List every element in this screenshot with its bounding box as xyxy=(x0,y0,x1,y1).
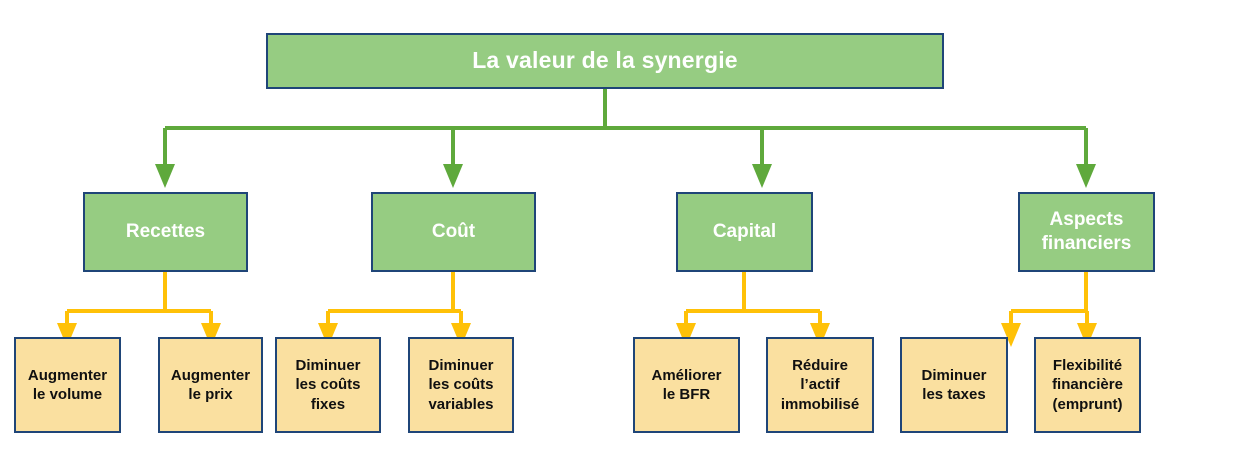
node-leaf-reduire-lactif-immobilise[interactable]: Réduire l’actif immobilisé xyxy=(766,337,874,433)
node-branch-capital-label: Capital xyxy=(712,220,777,242)
node-leaf-ameliorer-le-bfr-label: Améliorer le BFR xyxy=(651,366,722,403)
green-connector-group xyxy=(155,89,1096,188)
node-leaf-diminuer-les-taxes-label: Diminuer les taxes xyxy=(921,366,987,403)
yellow-connector-group xyxy=(57,272,1097,347)
node-leaf-flexibilite-financiere-emprunt[interactable]: Flexibilité financière (emprunt) xyxy=(1034,337,1141,433)
node-root-label: La valeur de la synergie xyxy=(472,47,738,74)
node-branch-cout[interactable]: Coût xyxy=(371,192,536,272)
node-leaf-augmenter-le-volume-label: Augmenter le volume xyxy=(27,366,108,403)
node-branch-aspects-financiers-label: Aspects financiers xyxy=(1041,208,1132,254)
node-leaf-diminuer-les-couts-variables-label: Diminuer les coûts variables xyxy=(428,357,494,413)
node-leaf-augmenter-le-volume[interactable]: Augmenter le volume xyxy=(14,337,121,433)
node-leaf-augmenter-le-prix-label: Augmenter le prix xyxy=(170,366,251,403)
node-root[interactable]: La valeur de la synergie xyxy=(266,33,944,89)
node-branch-capital[interactable]: Capital xyxy=(676,192,813,272)
node-branch-recettes-label: Recettes xyxy=(125,220,206,242)
node-leaf-diminuer-les-couts-fixes-label: Diminuer les coûts fixes xyxy=(295,357,361,413)
node-branch-recettes[interactable]: Recettes xyxy=(83,192,248,272)
node-leaf-diminuer-les-couts-fixes[interactable]: Diminuer les coûts fixes xyxy=(275,337,381,433)
node-leaf-diminuer-les-couts-variables[interactable]: Diminuer les coûts variables xyxy=(408,337,514,433)
node-leaf-augmenter-le-prix[interactable]: Augmenter le prix xyxy=(158,337,263,433)
node-leaf-diminuer-les-taxes[interactable]: Diminuer les taxes xyxy=(900,337,1008,433)
node-branch-aspects-financiers[interactable]: Aspects financiers xyxy=(1018,192,1155,272)
node-branch-cout-label: Coût xyxy=(431,220,476,242)
node-leaf-ameliorer-le-bfr[interactable]: Améliorer le BFR xyxy=(633,337,740,433)
node-leaf-reduire-lactif-immobilise-label: Réduire l’actif immobilisé xyxy=(780,357,860,413)
node-leaf-flexibilite-financiere-emprunt-label: Flexibilité financière (emprunt) xyxy=(1052,357,1123,413)
